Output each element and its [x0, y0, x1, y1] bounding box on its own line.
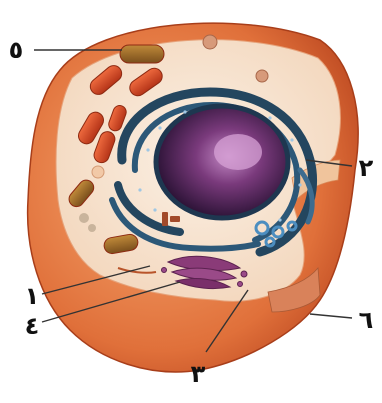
label-3: ٣	[191, 360, 206, 388]
nucleolus	[214, 134, 262, 170]
label-1: ١	[25, 282, 40, 310]
label-4: ٤	[25, 312, 40, 340]
label-5: ٥	[9, 36, 24, 64]
leader-line-6	[310, 314, 352, 318]
label-2: ٢	[359, 154, 374, 182]
label-6: ٦	[359, 306, 374, 334]
